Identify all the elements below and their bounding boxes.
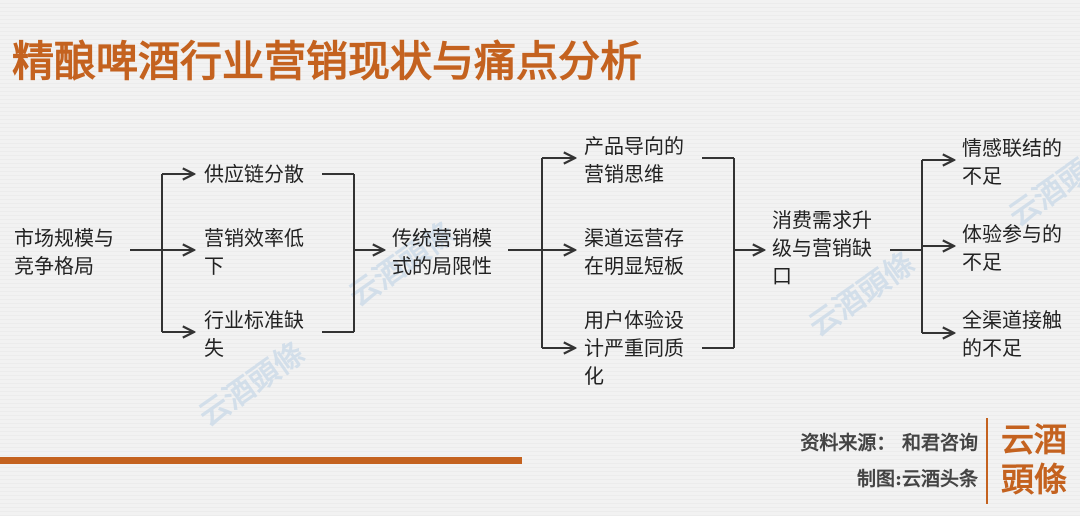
node-omnichannel: 全渠道接触的不足	[962, 308, 1062, 360]
node-supply: 供应链分散	[204, 162, 304, 186]
node-efficiency: 营销效率低下	[204, 226, 304, 278]
credit-line: 制图:云酒头条	[856, 468, 978, 490]
brand-logo: 云酒 頭條	[994, 420, 1074, 500]
logo-line: 頭條	[1001, 460, 1067, 499]
node-channel: 渠道运营存在明显短板	[584, 226, 684, 278]
node-market: 市场规模与竞争格局	[14, 226, 114, 278]
logo-line: 云酒	[1001, 420, 1067, 459]
page-title: 精酿啤酒行业营销现状与痛点分析	[12, 37, 643, 86]
node-participation: 体验参与的不足	[962, 222, 1062, 274]
node-upgrade: 消费需求升级与营销缺口	[772, 208, 872, 288]
node-standard: 行业标准缺失	[204, 308, 304, 360]
divider	[986, 418, 988, 504]
node-product: 产品导向的营销思维	[584, 134, 684, 186]
node-traditional: 传统营销模式的局限性	[392, 226, 492, 278]
node-emotion: 情感联结的不足	[962, 136, 1062, 188]
node-experience: 用户体验设计严重同质化	[584, 308, 684, 388]
accent-bar	[0, 457, 522, 464]
source-credit: 资料来源： 和君咨询 制图:云酒头条	[782, 425, 978, 497]
source-line: 资料来源： 和君咨询	[800, 432, 978, 454]
